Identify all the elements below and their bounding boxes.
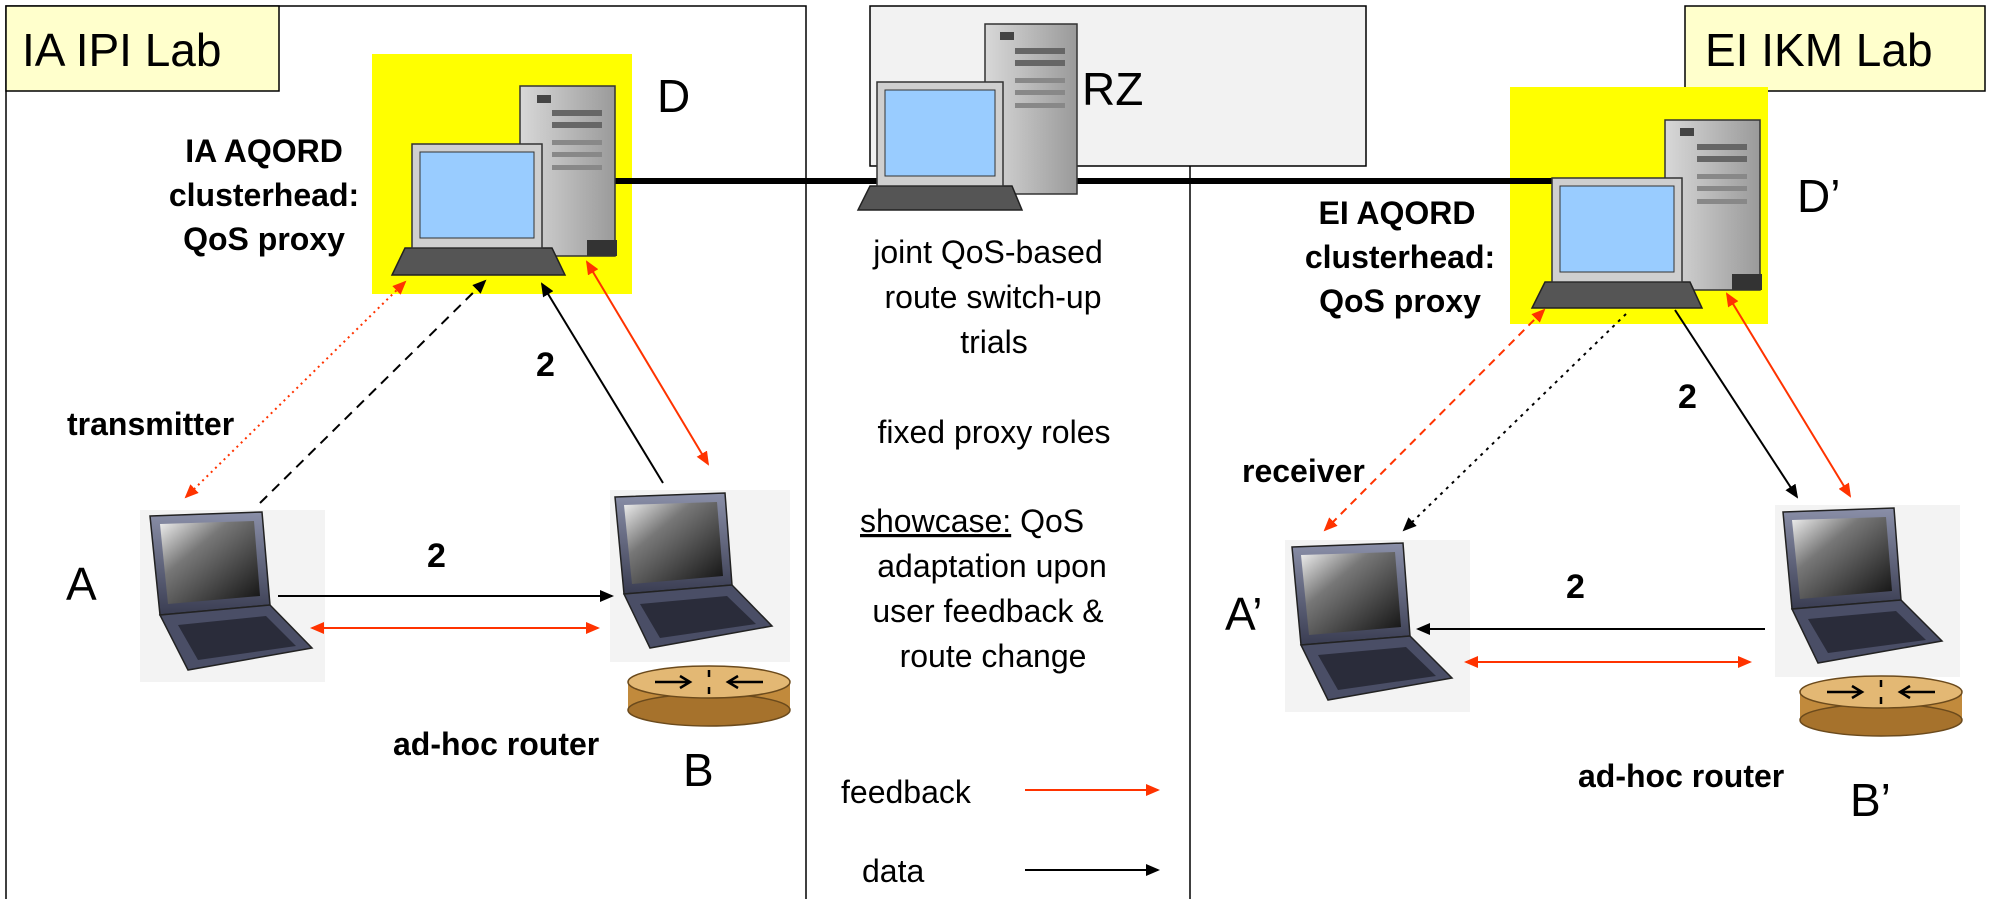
edge-label-right-horizontal: 2 <box>1566 568 1585 606</box>
transmitter-label: transmitter <box>67 406 234 442</box>
proxy-roles: fixed proxy roles <box>878 414 1111 450</box>
laptop-screen <box>884 89 996 177</box>
laptop-screen <box>1792 517 1892 599</box>
receiver-label: receiver <box>1242 453 1365 489</box>
node-label-RZ: RZ <box>1082 63 1143 115</box>
node-label-A: A <box>66 558 97 610</box>
node-label-B-prime: B’ <box>1850 774 1891 826</box>
left-lab-title: IA IPI Lab <box>22 24 221 76</box>
left-clusterhead-line-2: clusterhead: <box>169 177 359 213</box>
router-icon-left <box>627 665 791 727</box>
node-label-B: B <box>683 744 714 796</box>
laptop-B <box>610 490 790 662</box>
trials-line-3: trials <box>960 324 1028 360</box>
laptop-base <box>856 185 1024 211</box>
showcase-line-3: user feedback & <box>872 593 1103 629</box>
left-feedback-dotted-D-to-A <box>184 280 407 499</box>
right-clusterhead-line-3: QoS proxy <box>1319 283 1481 319</box>
right-feedback-D-to-B <box>1725 292 1852 498</box>
left-lab-frame <box>5 5 807 899</box>
left-data-B-to-D <box>540 282 664 484</box>
showcase-rest: QoS <box>1011 503 1084 539</box>
edge-label-left-vertical: 2 <box>536 346 555 384</box>
trials-line-2: route switch-up <box>885 279 1102 315</box>
laptop-screen <box>419 151 535 239</box>
showcase-line-4: route change <box>900 638 1087 674</box>
right-lab-title-box <box>1684 5 1986 92</box>
right-clusterhead-line-2: clusterhead: <box>1305 239 1495 275</box>
rz-computer <box>856 23 1078 211</box>
left-clusterhead-computer <box>390 85 617 276</box>
right-lab-title: EI IKM Lab <box>1705 24 1933 76</box>
laptop-screen <box>624 502 723 584</box>
right-router-label: ad-hoc router <box>1578 758 1784 794</box>
left-clusterhead-line-3: QoS proxy <box>183 221 345 257</box>
edge-label-right-vertical: 2 <box>1678 378 1697 416</box>
showcase-label: showcase: <box>860 503 1011 539</box>
laptop-screen <box>160 521 260 604</box>
showcase-line-2: adaptation upon <box>877 548 1107 584</box>
showcase-line-1: showcase: QoS <box>860 503 1084 539</box>
router-icon-right <box>1799 675 1963 737</box>
right-clusterhead-computer <box>1530 119 1762 309</box>
left-feedback-D-to-B <box>585 260 710 466</box>
trials-line-1: joint QoS-based <box>872 234 1102 270</box>
right-data-dashed-D-to-A <box>1402 313 1627 532</box>
left-data-dashed-A-to-D <box>259 279 487 504</box>
left-clusterhead-line-1: IA AQORD <box>185 133 343 169</box>
left-router-label: ad-hoc router <box>393 726 599 762</box>
node-label-D: D <box>657 70 690 122</box>
edge-label-left-horizontal: 2 <box>427 537 446 575</box>
laptop-base <box>390 247 567 276</box>
right-feedback-dashed-D-to-A <box>1323 308 1546 532</box>
legend-feedback-label: feedback <box>841 774 972 810</box>
right-clusterhead-line-1: EI AQORD <box>1318 195 1475 231</box>
laptop-A-prime <box>1285 540 1470 712</box>
legend-data-label: data <box>862 853 924 889</box>
node-label-D-prime: D’ <box>1797 170 1840 222</box>
left-lab-title-box <box>5 5 280 92</box>
laptop-B-prime <box>1775 505 1960 677</box>
laptop-screen <box>1301 552 1401 635</box>
laptop-screen <box>1559 185 1675 273</box>
laptop-base <box>1530 281 1704 309</box>
node-label-A-prime: A’ <box>1225 588 1263 640</box>
